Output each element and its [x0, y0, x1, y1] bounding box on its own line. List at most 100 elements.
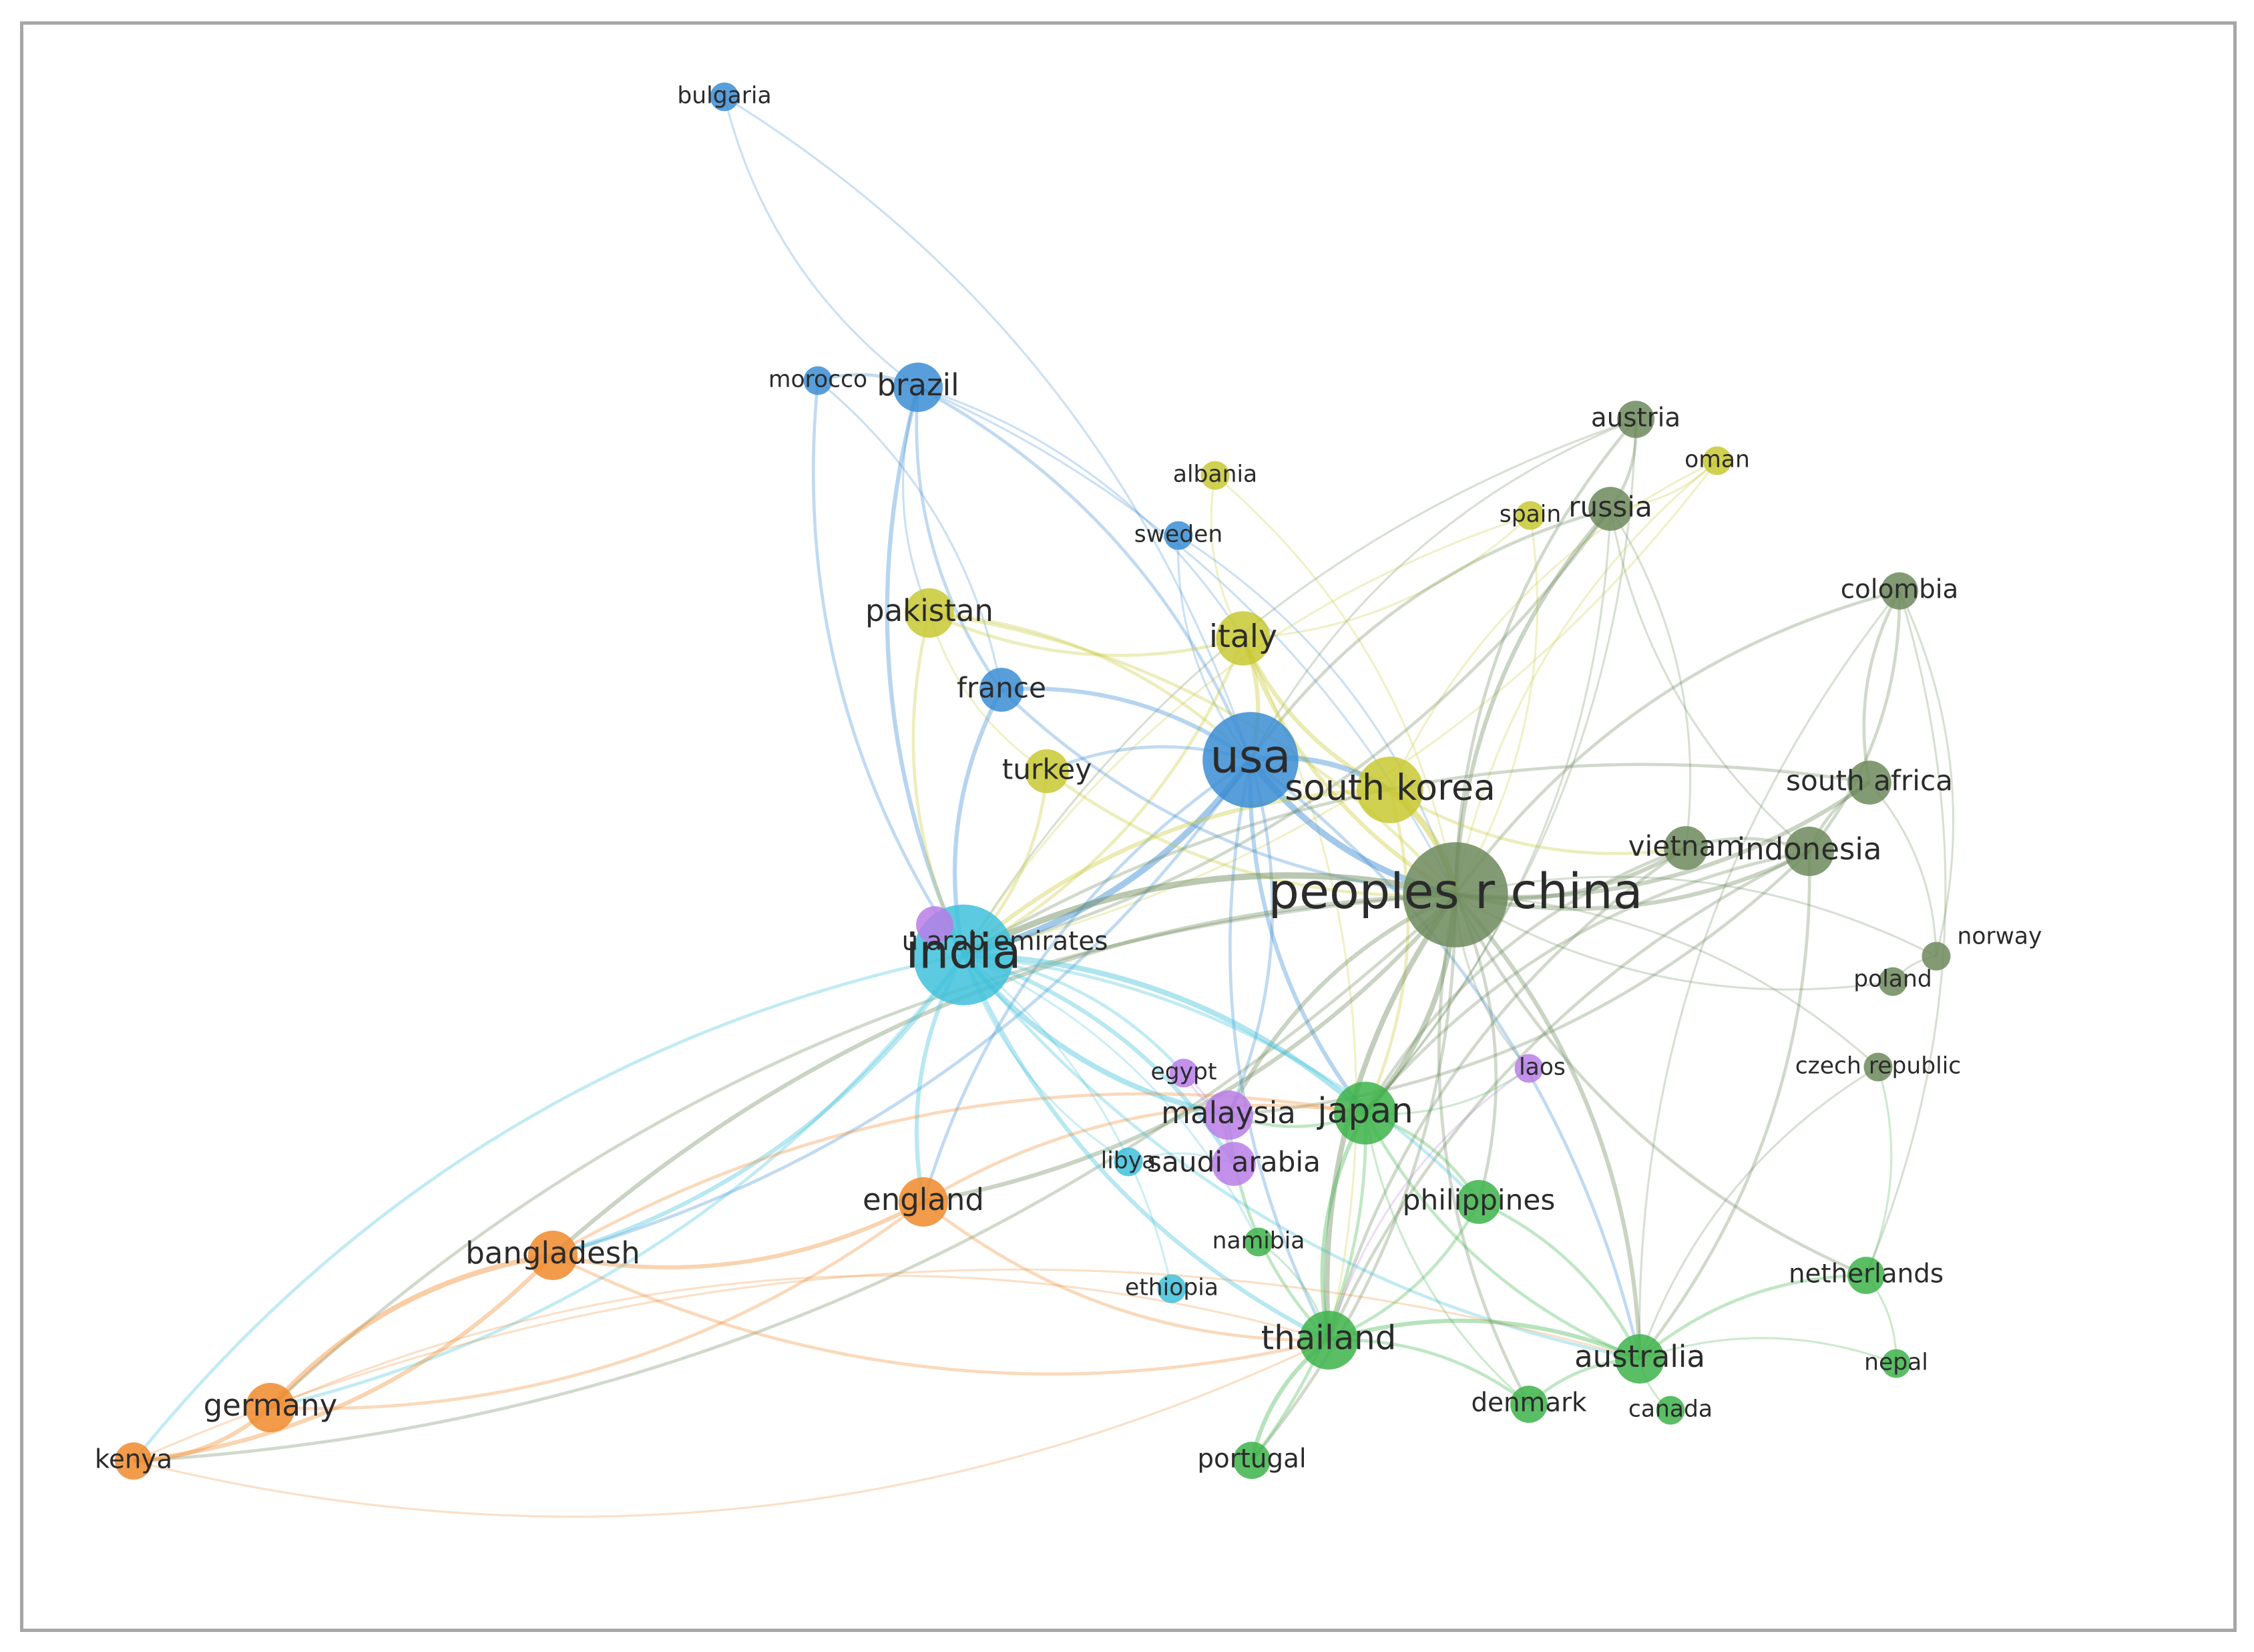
node-bangladesh[interactable] — [528, 1231, 578, 1280]
edge-bangladesh-thailand — [551, 1253, 1329, 1376]
node-saudi[interactable] — [1212, 1142, 1256, 1186]
node-nepal[interactable] — [1881, 1349, 1911, 1378]
node-ethiopia[interactable] — [1157, 1274, 1186, 1303]
node-thailand[interactable] — [1299, 1311, 1358, 1370]
label-canada: canada — [1628, 1396, 1713, 1423]
node-libya[interactable] — [1114, 1147, 1143, 1177]
label-usa: usa — [1210, 731, 1291, 784]
edge-russia-indonesia — [1609, 508, 1810, 853]
node-czech[interactable] — [1863, 1052, 1893, 1082]
node-laos[interactable] — [1514, 1054, 1544, 1083]
node-italy[interactable] — [1216, 611, 1271, 666]
edge-usa-india — [962, 758, 1253, 958]
node-morocco[interactable] — [803, 366, 833, 395]
edge-vietnam-japan — [1363, 846, 1686, 1114]
node-france[interactable] — [979, 668, 1024, 712]
edge-china-australia — [1453, 893, 1642, 1360]
node-namibia[interactable] — [1244, 1227, 1273, 1257]
edge-india-namibia — [963, 954, 1260, 1243]
label-south_korea: south korea — [1285, 767, 1496, 809]
edge-usa-malaysia — [1226, 759, 1275, 1116]
node-egypt[interactable] — [1169, 1058, 1198, 1088]
label-libya: libya — [1101, 1148, 1156, 1175]
edge-india-germany — [270, 954, 965, 1410]
node-germany[interactable] — [246, 1383, 295, 1432]
node-australia[interactable] — [1615, 1334, 1664, 1384]
edge-russia-china — [1453, 507, 1612, 895]
node-albania[interactable] — [1200, 461, 1230, 490]
edge-south_korea-japan — [1363, 789, 1410, 1114]
node-netherlands[interactable] — [1847, 1257, 1885, 1294]
node-usa[interactable] — [1202, 712, 1299, 808]
node-china[interactable] — [1403, 842, 1508, 948]
edge-colombia-south_africa — [1862, 590, 1901, 783]
node-pakistan[interactable] — [905, 588, 954, 638]
label-turkey: turkey — [1002, 753, 1092, 786]
node-oman[interactable] — [1703, 446, 1732, 475]
edge-usa-australia — [1249, 759, 1642, 1360]
edge-brazil-usa — [917, 385, 1253, 761]
edge-bangladesh-germany — [268, 1253, 553, 1410]
node-japan[interactable] — [1333, 1081, 1397, 1145]
label-malaysia: malaysia — [1161, 1095, 1296, 1130]
label-spain: spain — [1500, 501, 1561, 528]
label-uae: u arab emirates — [902, 927, 1108, 957]
edge-kenya-thailand — [133, 1339, 1329, 1518]
node-brazil[interactable] — [893, 363, 943, 412]
node-canada[interactable] — [1656, 1396, 1685, 1425]
label-egypt: egypt — [1151, 1059, 1217, 1086]
edge-england-japan — [922, 1104, 1366, 1204]
label-austria: austria — [1591, 403, 1680, 433]
edge-india-japan — [963, 952, 1367, 1115]
edge-china-kenya — [133, 893, 1457, 1463]
node-spain[interactable] — [1516, 501, 1545, 530]
edge-brazil-france — [915, 387, 1003, 691]
node-south_korea[interactable] — [1357, 757, 1423, 823]
node-bulgaria[interactable] — [710, 82, 739, 112]
label-netherlands: netherlands — [1789, 1259, 1944, 1289]
node-poland[interactable] — [1878, 967, 1907, 996]
label-south_africa: south africa — [1786, 765, 1953, 797]
node-norway[interactable] — [1922, 942, 1951, 971]
node-kenya[interactable] — [115, 1442, 152, 1480]
edge-morocco-france — [817, 379, 1003, 690]
label-laos: laos — [1519, 1054, 1566, 1081]
node-vietnam[interactable] — [1664, 826, 1708, 870]
node-england[interactable] — [899, 1177, 948, 1227]
edge-albania-china — [1214, 474, 1457, 895]
node-portugal[interactable] — [1233, 1442, 1271, 1479]
edge-china-germany — [269, 893, 1456, 1409]
node-sweden[interactable] — [1164, 521, 1193, 550]
edge-usa-england — [921, 759, 1252, 1203]
edge-japan-australia — [1363, 1112, 1640, 1361]
label-ethiopia: ethiopia — [1125, 1275, 1218, 1301]
label-vietnam: vietnam — [1628, 830, 1744, 863]
node-layer — [115, 82, 1951, 1480]
edge-russia-india — [963, 507, 1612, 957]
node-denmark[interactable] — [1510, 1386, 1548, 1423]
node-turkey[interactable] — [1025, 749, 1069, 793]
edge-austria-usa — [1249, 418, 1636, 761]
edge-south_korea-india — [961, 787, 1391, 957]
node-colombia[interactable] — [1881, 572, 1918, 610]
label-morocco: morocco — [768, 367, 867, 393]
node-philippines[interactable] — [1457, 1180, 1501, 1224]
label-oman: oman — [1684, 447, 1750, 473]
node-russia[interactable] — [1588, 487, 1632, 531]
edge-china-portugal — [1251, 894, 1457, 1462]
node-malaysia[interactable] — [1204, 1090, 1253, 1140]
label-czech: czech republic — [1795, 1053, 1962, 1080]
edge-laos-thailand — [1327, 1067, 1530, 1341]
edge-spain-india — [962, 514, 1531, 956]
edge-morocco-india — [811, 380, 965, 956]
edge-spain-china — [1454, 515, 1538, 895]
edge-pakistan-usa — [929, 611, 1252, 761]
node-austria[interactable] — [1617, 401, 1654, 438]
node-south_africa[interactable] — [1847, 761, 1891, 805]
node-uae[interactable] — [916, 906, 953, 944]
node-indonesia[interactable] — [1785, 827, 1834, 876]
edge-bangladesh-england — [552, 1200, 925, 1270]
edge-india-thailand — [961, 954, 1330, 1342]
label-denmark: denmark — [1471, 1388, 1587, 1418]
